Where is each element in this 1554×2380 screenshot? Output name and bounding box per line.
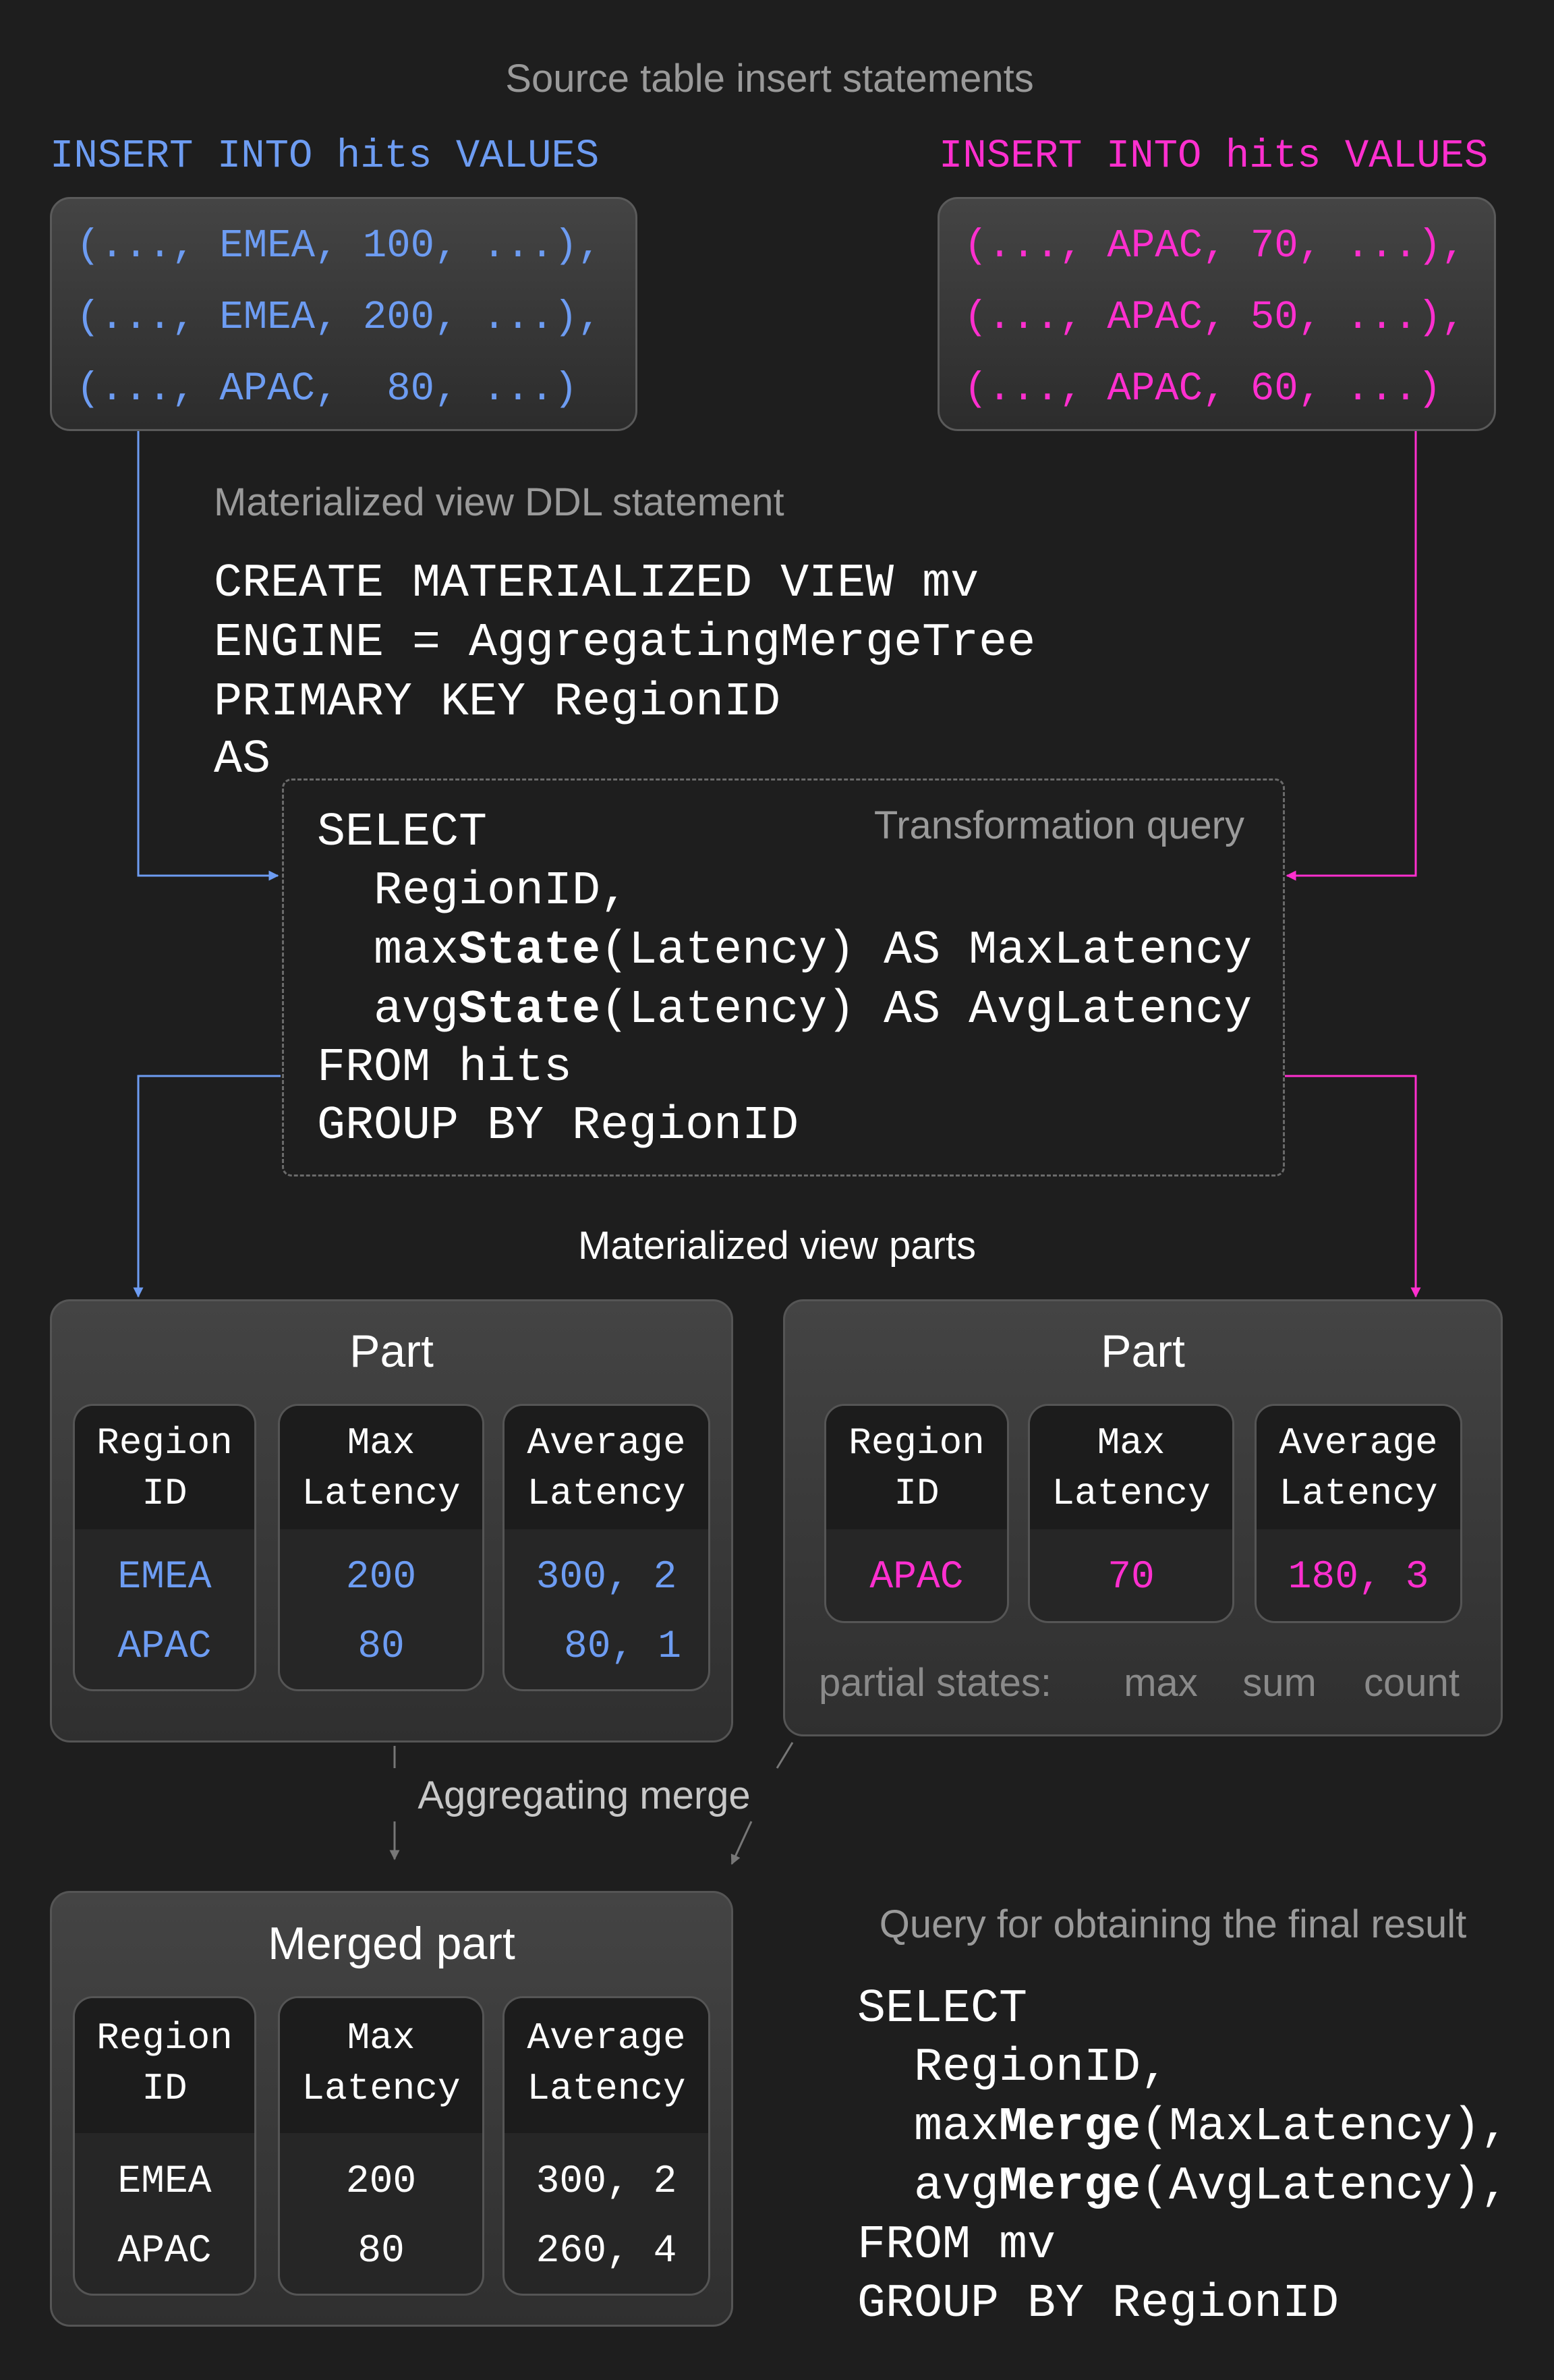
cell: 70 (1107, 1556, 1155, 1599)
ddl-line: CREATE MATERIALIZED VIEW mv (214, 557, 979, 611)
column-header: Max (347, 1421, 415, 1465)
left-insert-header: INSERT INTO hits VALUES (50, 134, 600, 179)
cell: EMEA (117, 1556, 212, 1599)
column-header: Average (527, 2016, 686, 2060)
column-header: Latency (527, 1472, 686, 1515)
region-column: Region ID EMEA APAC (73, 1404, 256, 1691)
cell: 260, 4 (536, 2230, 677, 2273)
cell: 200 (345, 2160, 417, 2204)
cell: APAC (117, 2230, 212, 2273)
final-query-line: maxMerge(MaxLatency), (914, 2101, 1509, 2154)
part-right: Part Region ID APAC Max Latency 70 Avera… (783, 1299, 1503, 1736)
insert-row: (..., APAC, 50, ...), (964, 295, 1466, 340)
cell: APAC (869, 1556, 964, 1599)
cell: 80 (357, 2230, 405, 2273)
column-header: Latency (301, 2067, 461, 2110)
partial-states-label: partial states: (819, 1661, 1052, 1705)
region-column: Region ID APAC (824, 1404, 1009, 1623)
column-header: ID (142, 1472, 188, 1515)
left-insert-box: (..., EMEA, 100, ...), (..., EMEA, 200, … (50, 197, 637, 431)
insert-row: (..., APAC, 60, ...) (964, 366, 1442, 412)
column-header: Average (1279, 1421, 1438, 1465)
partial-count: count (1364, 1661, 1460, 1705)
query-line: SELECT (317, 806, 488, 859)
partial-max: max (1124, 1661, 1198, 1705)
right-insert-header: INSERT INTO hits VALUES (939, 134, 1489, 179)
column-header: Max (1097, 1421, 1166, 1465)
column-header: Latency (1279, 1472, 1438, 1515)
cell: 200 (345, 1556, 417, 1599)
insert-row: (..., EMEA, 200, ...), (76, 295, 602, 340)
insert-row: (..., APAC, 70, ...), (964, 223, 1466, 268)
cell: 80 (357, 1625, 405, 1669)
query-line: GROUP BY RegionID (317, 1100, 799, 1153)
max-column: Max Latency 200 80 (278, 1996, 484, 2296)
ddl-line: AS (214, 733, 271, 787)
final-query-line: SELECT (857, 1983, 1028, 2036)
merged-part: Merged part Region ID EMEA APAC Max Late… (50, 1891, 733, 2327)
cell: 300, 2 (536, 1556, 677, 1599)
cell: 300, 2 (536, 2160, 677, 2204)
column-header: ID (894, 1472, 940, 1515)
ddl-line: PRIMARY KEY RegionID (214, 676, 781, 729)
column-header: Latency (1052, 1472, 1211, 1515)
query-to-left-part-arrow (133, 1075, 281, 1298)
query-line: maxState(Latency) AS MaxLatency (374, 924, 1253, 978)
column-header: Latency (527, 2067, 686, 2110)
part-title: Merged part (268, 1918, 515, 1969)
max-column: Max Latency 70 (1028, 1404, 1234, 1623)
part-title: Part (1101, 1326, 1185, 1377)
cell: APAC (117, 1625, 212, 1669)
column-header: Max (347, 2016, 415, 2060)
left-insert-to-query-arrow (137, 431, 279, 881)
cell: 180, 3 (1288, 1556, 1429, 1599)
avg-column: Average Latency 300, 2 260, 4 (502, 1996, 710, 2296)
insert-row: (..., APAC, 80, ...) (76, 366, 578, 412)
column-header: Region (96, 2016, 233, 2060)
merge-line-right-top (776, 1742, 794, 1769)
query-line: RegionID, (374, 865, 629, 918)
max-column: Max Latency 200 80 (278, 1404, 484, 1691)
avg-column: Average Latency 180, 3 (1255, 1404, 1462, 1623)
query-to-right-part-arrow (1285, 1075, 1421, 1298)
query-line: FROM hits (317, 1042, 573, 1095)
avg-column: Average Latency 300, 2 80, 1 (502, 1404, 710, 1691)
parts-label: Materialized view parts (578, 1224, 976, 1268)
query-line: avgState(Latency) AS AvgLatency (374, 984, 1253, 1037)
partial-sum: sum (1242, 1661, 1317, 1705)
column-header: ID (142, 2067, 188, 2110)
column-header: Average (527, 1421, 686, 1465)
right-insert-box: (..., APAC, 70, ...), (..., APAC, 50, ..… (938, 197, 1496, 431)
final-query-line: GROUP BY RegionID (857, 2277, 1340, 2331)
final-query-label: Query for obtaining the final result (879, 1902, 1467, 1946)
ddl-label: Materialized view DDL statement (214, 480, 784, 524)
ddl-line: ENGINE = AggregatingMergeTree (214, 617, 1036, 670)
right-insert-to-query-arrow (1286, 431, 1417, 881)
column-header: Region (848, 1421, 985, 1465)
transformation-query-box (282, 778, 1285, 1177)
aggregating-merge-label: Aggregating merge (418, 1774, 751, 1817)
transformation-label: Transformation query (873, 803, 1244, 847)
cell: 80, 1 (563, 1625, 681, 1669)
final-query-line: avgMerge(AvgLatency), (914, 2160, 1509, 2213)
source-title: Source table insert statements (505, 57, 1034, 101)
merge-arrow-right (730, 1821, 753, 1865)
region-column: Region ID EMEA APAC (73, 1996, 256, 2296)
column-header: Region (96, 1421, 233, 1465)
part-title: Part (349, 1326, 434, 1377)
cell: EMEA (117, 2160, 212, 2204)
final-query-line: FROM mv (857, 2219, 1056, 2272)
final-query-line: RegionID, (914, 2041, 1170, 2095)
column-header: Latency (301, 1472, 461, 1515)
part-left: Part Region ID EMEA APAC Max Latency 200… (50, 1299, 733, 1743)
insert-row: (..., EMEA, 100, ...), (76, 223, 602, 268)
